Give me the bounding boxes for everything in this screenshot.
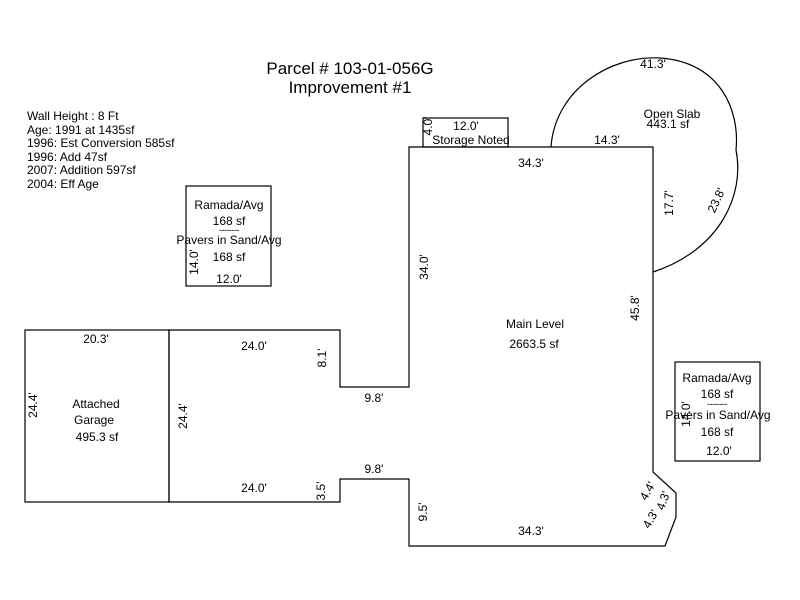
garage-dim-top: 20.3' bbox=[83, 332, 109, 346]
open-slab-dim-side: 17.7' bbox=[662, 190, 676, 216]
main-level-dim-corner: 4.4' bbox=[637, 479, 659, 502]
main-level-dim-corner: 4.3' bbox=[653, 489, 673, 512]
open-slab-area: 443.1 sf bbox=[647, 117, 690, 131]
open-slab: 41.3' Open Slab 443.1 sf 14.3' 17.7' 23.… bbox=[550, 57, 739, 273]
ramada-right-area: 168 sf bbox=[701, 387, 734, 401]
main-level-dim-top: 34.3' bbox=[518, 156, 544, 170]
main-level-dim-step-upper-h: 9.8' bbox=[365, 391, 384, 405]
attached-garage: 20.3' Attached Garage 495.3 sf 24.4' bbox=[24, 329, 170, 503]
open-slab-dim-top: 41.3' bbox=[640, 57, 666, 71]
main-level-dim-step-upper-v: 8.1' bbox=[315, 349, 329, 368]
ramada-left-dim-bottom: 12.0' bbox=[216, 272, 242, 286]
main-level-dim-left-upper: 34.0' bbox=[417, 254, 431, 280]
storage-area: 12.0' Storage Noted 4.0' bbox=[421, 117, 510, 148]
note-line: Age: 1991 at 1435sf bbox=[27, 123, 135, 137]
ramada-right: Ramada/Avg 168 sf -------- Pavers in San… bbox=[665, 361, 771, 462]
main-level-outline bbox=[168, 146, 677, 547]
main-level-dim-wing-bottom: 24.0' bbox=[241, 481, 267, 495]
garage-name: Attached bbox=[72, 397, 119, 411]
main-level-dim-wing-left: 24.4' bbox=[176, 403, 190, 429]
garage-dim-left: 24.4' bbox=[26, 392, 40, 418]
note-line: 2007: Addition 597sf bbox=[27, 163, 136, 177]
ramada-right-separator: -------- bbox=[707, 399, 727, 409]
ramada-left-area: 168 sf bbox=[213, 214, 246, 228]
main-level-dim-left-lower: 9.5' bbox=[416, 503, 430, 522]
main-level-area: 2663.5 sf bbox=[509, 337, 559, 351]
ramada-right-dim-side: 14.0' bbox=[679, 401, 693, 427]
note-line: 1996: Est Conversion 585sf bbox=[27, 136, 175, 150]
garage-outline bbox=[24, 329, 170, 503]
improvement-title: Improvement #1 bbox=[289, 78, 412, 97]
storage-name: Storage Noted bbox=[432, 133, 509, 147]
ramada-right-outline bbox=[674, 361, 761, 462]
storage-dim-top: 12.0' bbox=[453, 119, 479, 133]
ramada-left-name: Ramada/Avg bbox=[194, 198, 263, 212]
open-slab-outline bbox=[550, 57, 739, 273]
ramada-left-dim-side: 14.0' bbox=[187, 249, 201, 275]
ramada-right-area2: 168 sf bbox=[701, 425, 734, 439]
main-level-dim-bottom: 34.3' bbox=[518, 524, 544, 538]
garage-area: 495.3 sf bbox=[76, 430, 119, 444]
note-line: 1996: Add 47sf bbox=[27, 150, 108, 164]
open-slab-name: Open Slab bbox=[644, 107, 701, 121]
main-level-dim-step-lower-h: 9.8' bbox=[365, 462, 384, 476]
main-level-dim-step-lower-v: 3.5' bbox=[314, 482, 328, 501]
ramada-left-separator: -------- bbox=[219, 225, 239, 235]
main-level-name: Main Level bbox=[506, 317, 564, 331]
ramada-right-dim-bottom: 12.0' bbox=[706, 444, 732, 458]
open-slab-dim-bottom: 14.3' bbox=[594, 133, 620, 147]
main-level-dim-corner: 4.3' bbox=[640, 507, 662, 530]
ramada-left-name2: Pavers in Sand/Avg bbox=[176, 233, 281, 247]
ramada-left-area2: 168 sf bbox=[213, 250, 246, 264]
note-line: Wall Height : 8 Ft bbox=[27, 109, 119, 123]
ramada-right-name2: Pavers in Sand/Avg bbox=[665, 408, 770, 422]
note-line: 2004: Eff Age bbox=[27, 177, 99, 191]
ramada-left: Ramada/Avg 168 sf -------- Pavers in San… bbox=[176, 185, 282, 287]
storage-dim-side: 4.0' bbox=[421, 117, 435, 136]
open-slab-dim-arc: 23.8' bbox=[705, 186, 729, 215]
main-level-dim-wing-top: 24.0' bbox=[241, 339, 267, 353]
garage-name: Garage bbox=[74, 413, 114, 427]
ramada-left-outline bbox=[185, 185, 272, 287]
parcel-title: Parcel # 103-01-056G bbox=[266, 59, 433, 78]
ramada-right-name: Ramada/Avg bbox=[682, 371, 751, 385]
notes-block: Wall Height : 8 Ft Age: 1991 at 1435sf 1… bbox=[27, 109, 175, 191]
main-level-dim-right: 45.8' bbox=[628, 295, 642, 321]
